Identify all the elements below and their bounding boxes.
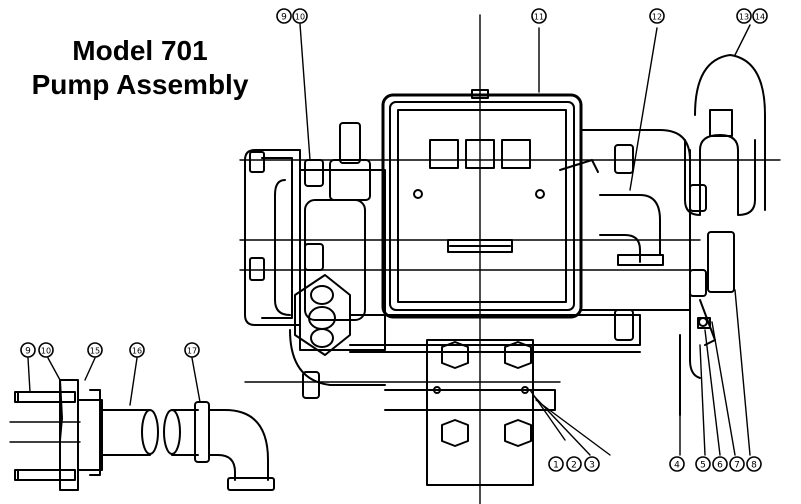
callout-9-10-left: 9 10 (20, 342, 54, 358)
callout-num: 4 (674, 461, 680, 471)
callout-16: 16 (129, 342, 145, 358)
top-fitting (329, 122, 371, 201)
callout-num: 8 (751, 461, 757, 471)
callout-num: 5 (700, 461, 706, 471)
callout-num: 13 (739, 13, 749, 22)
callout-num: 9 (281, 13, 287, 23)
callout-13-14: 13 14 (736, 8, 768, 24)
callout-num: 1 (553, 461, 559, 471)
inlet-detail (14, 379, 275, 491)
callout-num: 2 (571, 461, 577, 471)
callout-num: 10 (295, 13, 305, 22)
title-line-1: Model 701 (72, 35, 208, 66)
body-bolts (249, 151, 324, 399)
callout-num: 16 (132, 347, 142, 356)
callout-9-10-top: 9 10 (276, 8, 308, 24)
callout-15: 15 (87, 342, 103, 358)
meter-register (381, 89, 599, 319)
callout-num: 12 (652, 13, 662, 22)
callout-num: 6 (717, 461, 723, 471)
callout-num: 11 (534, 13, 544, 22)
title-line-2: Pump Assembly (31, 69, 249, 100)
callout-num: 10 (41, 347, 51, 356)
oval-flange (294, 274, 351, 356)
callouts: 9 10 11 12 13 14 1 2 3 (20, 8, 768, 472)
callout-4: 4 (669, 456, 685, 472)
callout-5-6-7-8: 5 6 7 8 (695, 456, 762, 472)
callout-num: 9 (25, 347, 31, 357)
callout-num: 3 (589, 461, 595, 471)
side-switch (679, 231, 735, 416)
nozzle-holder (684, 54, 766, 311)
callout-12: 12 (649, 8, 665, 24)
callout-num: 14 (755, 13, 765, 22)
center-axis (9, 14, 781, 504)
callout-num: 7 (734, 461, 740, 471)
diagram-title: Model 701 Pump Assembly (20, 34, 260, 102)
callout-num: 17 (187, 347, 197, 356)
leader-lines (27, 23, 751, 456)
callout-17: 17 (184, 342, 200, 358)
callout-num: 15 (90, 347, 100, 356)
outlet-elbow (580, 129, 691, 341)
callout-11: 11 (531, 8, 547, 24)
callout-1-2-3: 1 2 3 (548, 456, 600, 472)
